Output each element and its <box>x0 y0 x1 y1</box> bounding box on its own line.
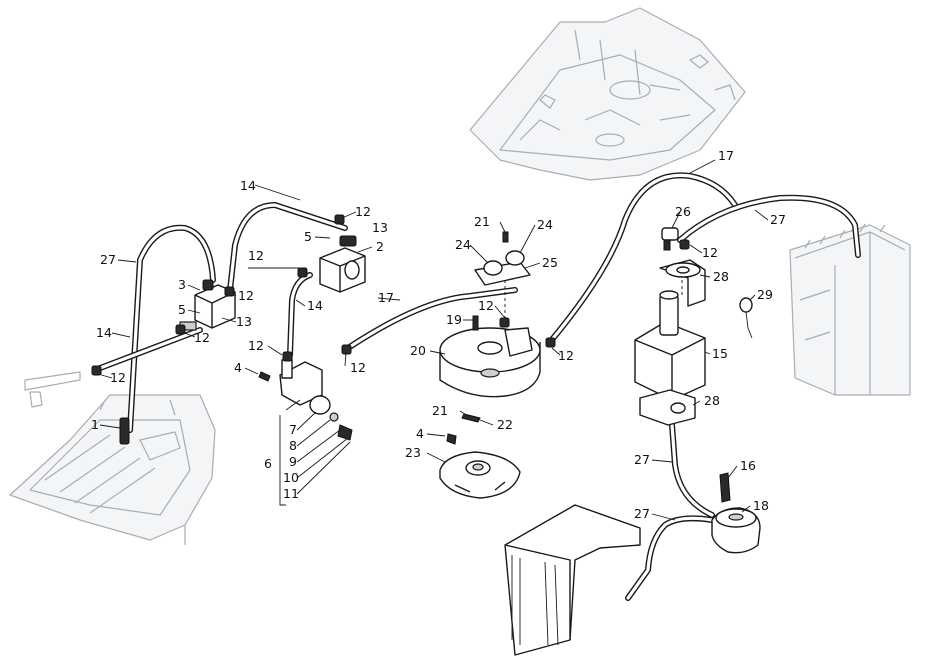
callout-12: 12 <box>194 330 210 345</box>
fuse-29 <box>739 297 753 339</box>
base-frame-housing-ghost <box>9 371 216 545</box>
fitting-26 <box>661 227 679 251</box>
callout-15: 15 <box>712 346 728 361</box>
thermostat-bracket-25 <box>474 231 531 286</box>
callout-17: 17 <box>718 148 734 163</box>
leader-lines <box>97 159 769 521</box>
callout-12: 12 <box>558 348 574 363</box>
callout-6: 6 <box>264 456 272 471</box>
callout-20: 20 <box>410 343 426 358</box>
callout-26: 26 <box>675 204 691 219</box>
bracket-28 <box>639 389 696 426</box>
callout-7: 7 <box>289 422 297 437</box>
callout-16: 16 <box>740 458 756 473</box>
callout-1: 1 <box>91 417 99 432</box>
callout-13: 13 <box>372 220 388 235</box>
callout-27: 27 <box>634 506 650 521</box>
callout-28: 28 <box>704 393 720 408</box>
callout-10: 10 <box>283 470 299 485</box>
callout-9: 9 <box>289 454 297 469</box>
callout-12: 12 <box>355 204 371 219</box>
boiler-20 <box>439 327 541 398</box>
callout-12: 12 <box>350 360 366 375</box>
callout-2: 2 <box>376 239 384 254</box>
callout-8: 8 <box>289 438 297 453</box>
callout-27: 27 <box>634 452 650 467</box>
callout-17: 17 <box>378 290 394 305</box>
alignment-lines <box>504 280 683 320</box>
group-base-23 <box>439 451 521 499</box>
callout-4: 4 <box>234 360 242 375</box>
callout-12: 12 <box>478 298 494 313</box>
callout-13: 13 <box>236 314 252 329</box>
flowmeter-18 <box>711 472 761 554</box>
drip-tray-box <box>504 504 641 656</box>
top-frame-housing-ghost <box>469 7 746 181</box>
callout-4: 4 <box>416 426 424 441</box>
callout-23: 23 <box>405 445 421 460</box>
callout-12: 12 <box>702 245 718 260</box>
hose-clamps-12 <box>91 214 690 376</box>
callout-3: 3 <box>178 277 186 292</box>
callout-24: 24 <box>537 217 553 232</box>
callout-25: 25 <box>542 255 558 270</box>
callout-21: 21 <box>432 403 448 418</box>
callout-28: 28 <box>713 269 729 284</box>
hoses <box>92 172 861 601</box>
screws <box>119 315 481 445</box>
callout-5: 5 <box>178 302 186 317</box>
water-tank-housing-ghost <box>789 223 911 396</box>
callout-labels: 1 2 3 4 4 5 5 6 7 8 9 10 11 12 12 12 12 … <box>91 148 786 521</box>
callout-29: 29 <box>757 287 773 302</box>
callout-12: 12 <box>238 288 254 303</box>
pump-15 <box>634 259 706 401</box>
solenoid-valve-3 <box>179 279 236 331</box>
solenoid-valve-2 <box>319 235 366 293</box>
callout-12: 12 <box>248 338 264 353</box>
callout-5: 5 <box>304 229 312 244</box>
callout-27: 27 <box>770 212 786 227</box>
callout-12: 12 <box>110 370 126 385</box>
callout-18: 18 <box>753 498 769 513</box>
callout-14: 14 <box>240 178 256 193</box>
valve-assembly-6 <box>279 359 353 441</box>
callout-22: 22 <box>497 417 513 432</box>
callout-24: 24 <box>455 237 471 252</box>
callout-19: 19 <box>446 312 462 327</box>
callout-12: 12 <box>248 248 264 263</box>
callout-27: 27 <box>100 252 116 267</box>
callout-14: 14 <box>307 298 323 313</box>
callout-21: 21 <box>474 214 490 229</box>
callout-14: 14 <box>96 325 112 340</box>
callout-11: 11 <box>283 486 299 501</box>
